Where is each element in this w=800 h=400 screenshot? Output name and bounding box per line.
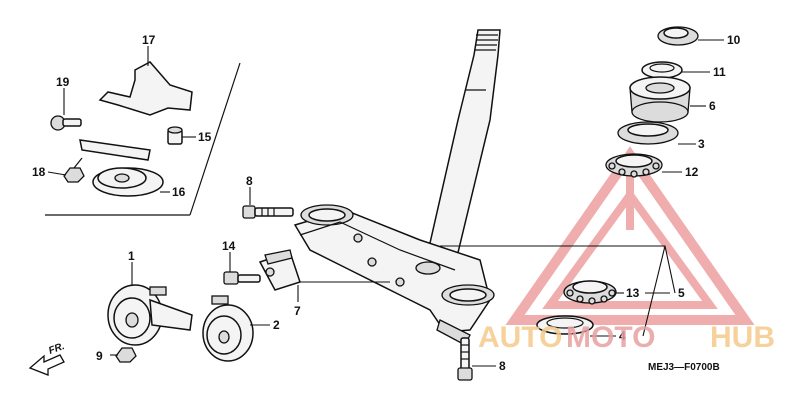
- group-divider: [189, 62, 241, 216]
- dust-seal: [617, 121, 679, 145]
- leader-lines: [47, 39, 724, 367]
- callout-5: 5: [678, 286, 685, 300]
- callout-10: 10: [727, 33, 741, 47]
- callout-2: 2: [273, 318, 280, 332]
- steering-stem: [424, 29, 501, 266]
- callout-12: 12: [685, 165, 699, 179]
- nut-horn: [115, 347, 137, 363]
- horn-bracket: [258, 249, 301, 291]
- lower-bearing: [563, 280, 617, 305]
- watermark-part3: HUB: [710, 321, 775, 354]
- callout-8-lower: 8: [499, 359, 506, 373]
- horn-stay: [79, 61, 193, 161]
- callout-11: 11: [713, 65, 726, 79]
- callout-1: 1: [128, 249, 135, 263]
- bolt-upper: [242, 205, 294, 219]
- horn-high: [202, 295, 254, 362]
- screw-18: [63, 157, 85, 183]
- callout-9: 9: [96, 349, 103, 363]
- lock-nut-top: [657, 26, 699, 46]
- watermark-text: AUTO MOTO HUB: [478, 321, 775, 354]
- callout-17: 17: [142, 33, 156, 47]
- collar-15: [167, 126, 183, 145]
- callout-3: 3: [698, 137, 705, 151]
- horn-low: [107, 284, 193, 346]
- diagram-code: MEJ3—F0700B: [648, 362, 720, 373]
- upper-bearing: [605, 153, 663, 178]
- callout-6: 6: [709, 99, 716, 113]
- bolt-19: [50, 115, 82, 131]
- horn-top-left: [92, 167, 164, 197]
- adjusting-nut: [629, 76, 691, 123]
- callout-4: 4: [619, 329, 626, 343]
- lock-washer: [641, 61, 683, 79]
- watermark-part1: AUTO: [478, 321, 562, 354]
- front-direction-arrow: FR.: [28, 341, 66, 376]
- callout-19: 19: [56, 75, 70, 89]
- bolt-horn-bracket: [223, 271, 261, 285]
- callout-15: 15: [198, 130, 212, 144]
- callout-13: 13: [626, 286, 640, 300]
- callout-7: 7: [294, 304, 301, 318]
- callout-14: 14: [222, 239, 236, 253]
- bolt-lower: [457, 337, 473, 381]
- callout-18: 18: [32, 165, 46, 179]
- callout-8-upper: 8: [246, 174, 253, 188]
- direction-label: FR.: [47, 341, 66, 357]
- watermark-part2: MOTO: [566, 321, 655, 354]
- callout-16: 16: [172, 185, 186, 199]
- dust-seal-lower: [536, 315, 594, 335]
